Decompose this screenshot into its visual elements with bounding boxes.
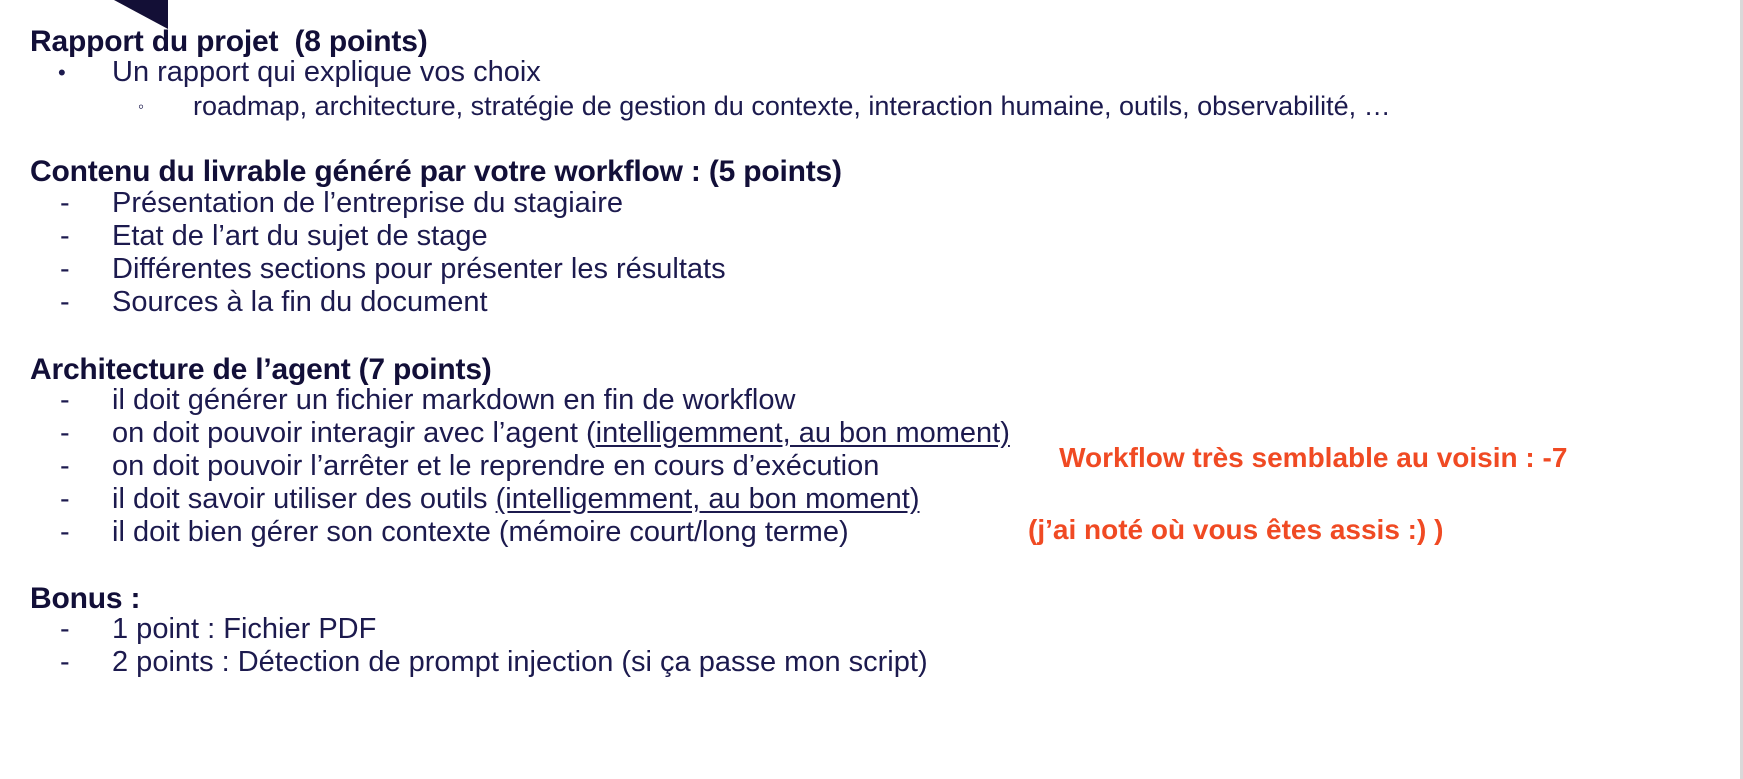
annotation-line-2: (j’ai noté où vous êtes assis :) ) [1028,514,1444,545]
dash-marker: - [60,516,70,548]
dash-marker: - [60,646,70,678]
section-heading-rapport: Rapport du projet (8 points) [30,25,428,58]
instructor-annotation: Workflow très semblable au voisin : -7 (… [1028,404,1588,620]
decorative-triangle-shape [114,0,168,29]
dash-marker: - [60,450,70,482]
list-item-sources-fin: Sources à la fin du document [112,286,488,318]
list-item-etat-art: Etat de l’art du sujet de stage [112,220,488,252]
list-item-arreter-reprendre: on doit pouvoir l’arrêter et le reprendr… [112,450,880,482]
list-item-rapport-explique: Un rapport qui explique vos choix [112,56,541,88]
dash-marker: - [60,613,70,645]
dash-marker: - [60,384,70,416]
list-item-gerer-contexte: il doit bien gérer son contexte (mémoire… [112,516,849,548]
annotation-line-1: Workflow très semblable au voisin : -7 [1059,442,1568,473]
section-heading-bonus: Bonus : [30,582,141,615]
dash-marker: - [60,417,70,449]
dash-marker: - [60,253,70,285]
list-item-differentes-sections: Différentes sections pour présenter les … [112,253,726,285]
bullet-marker-circle: ◦ [138,97,145,116]
bullet-marker-dot: • [58,60,66,85]
dash-marker: - [60,187,70,219]
list-item-generer-markdown: il doit générer un fichier markdown en f… [112,384,796,416]
list-item-utiliser-outils: il doit savoir utiliser des outils (inte… [112,483,920,516]
section-heading-contenu-livrable: Contenu du livrable généré par votre wor… [30,155,842,188]
list-item-presentation-entreprise: Présentation de l’entreprise du stagiair… [112,187,624,219]
list-item-interagir-agent: on doit pouvoir interagir avec l’agent (… [112,417,1010,450]
section-heading-architecture-agent: Architecture de l’agent (7 points) [30,353,492,386]
list-item-bonus-prompt-injection: 2 points : Détection de prompt injection… [112,646,928,678]
list-item-interagir-agent-underlined: intelligemment, au bon moment) [595,417,1010,449]
list-item-utiliser-outils-text: il doit savoir utiliser des outils [112,483,496,515]
dash-marker: - [60,220,70,252]
list-item-utiliser-outils-underlined: (intelligemment, au bon moment) [495,483,920,515]
dash-marker: - [60,483,70,515]
dash-marker: - [60,286,70,318]
list-item-roadmap-details: roadmap, architecture, stratégie de gest… [193,91,1391,121]
list-item-bonus-pdf: 1 point : Fichier PDF [112,613,377,645]
list-item-interagir-agent-text: on doit pouvoir interagir avec l’agent ( [112,417,596,449]
